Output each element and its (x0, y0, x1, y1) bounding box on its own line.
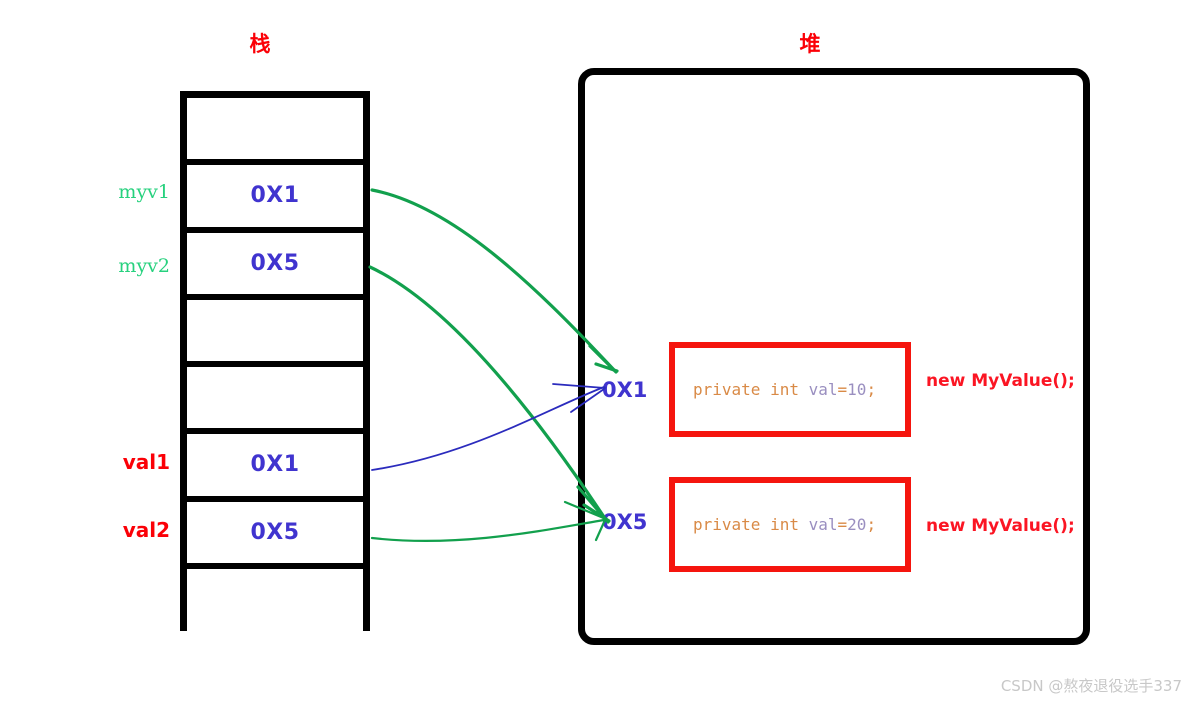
code-token-type: int (770, 515, 799, 534)
csdn-watermark: CSDN @熬夜退役选手337 (1000, 677, 1182, 695)
heap-title: 堆 (799, 32, 821, 56)
code-token-space (760, 380, 770, 399)
code-token-operator: = (837, 380, 848, 399)
stack-cell: 0X5 (187, 501, 363, 569)
code-token-number: 20 (847, 515, 867, 534)
heap-object-code: private int val=20; (693, 515, 876, 534)
arrow-myv2-to-0x5 (368, 265, 608, 522)
stack-cell (187, 98, 363, 166)
stack-cell: 0X1 (187, 165, 363, 233)
code-token-operator: = (837, 515, 848, 534)
stack-cell (187, 568, 363, 636)
code-token-keyword: private (693, 515, 761, 534)
code-token-identifier: val (808, 515, 838, 534)
heap-object-code: private int val=10; (693, 380, 876, 399)
code-token-terminator: ; (866, 380, 877, 399)
stack-label-myv2: myv2 (118, 255, 170, 277)
heap-address-label-0x1: 0X1 (602, 378, 648, 402)
stack-frame: 0X1 0X5 0X1 0X5 (180, 91, 370, 636)
stack-label-myv1: myv1 (118, 181, 170, 203)
heap-object-0x5: private int val=20; (669, 477, 911, 572)
code-token-terminator: ; (866, 515, 877, 534)
arrow-val2-to-0x5 (370, 518, 606, 543)
arrow-val1-to-0x1 (371, 386, 605, 471)
stack-cell-value: 0X1 (250, 452, 300, 478)
stack-label-val2: val2 (122, 518, 170, 542)
code-token-space (760, 515, 770, 534)
code-token-number: 10 (847, 380, 867, 399)
code-token-type: int (770, 380, 799, 399)
stack-cell (187, 299, 363, 367)
stack-title: 栈 (249, 32, 271, 56)
stack-cell-value: 0X5 (250, 519, 300, 545)
stack-label-val1: val1 (122, 450, 170, 474)
stack-cell (187, 367, 363, 435)
stack-cell: 0X1 (187, 434, 363, 502)
stack-cell-value: 0X1 (250, 183, 300, 209)
code-token-identifier: val (808, 380, 838, 399)
stack-cell-value: 0X5 (250, 250, 300, 276)
code-token-keyword: private (693, 380, 761, 399)
heap-object-0x1: private int val=10; (669, 342, 911, 437)
code-token-space (799, 515, 809, 534)
new-expression-0x5: new MyValue(); (926, 516, 1075, 536)
stack-cell: 0X5 (187, 232, 363, 300)
new-expression-0x1: new MyValue(); (926, 371, 1075, 391)
code-token-space (799, 380, 809, 399)
heap-address-label-0x5: 0X5 (602, 510, 648, 534)
